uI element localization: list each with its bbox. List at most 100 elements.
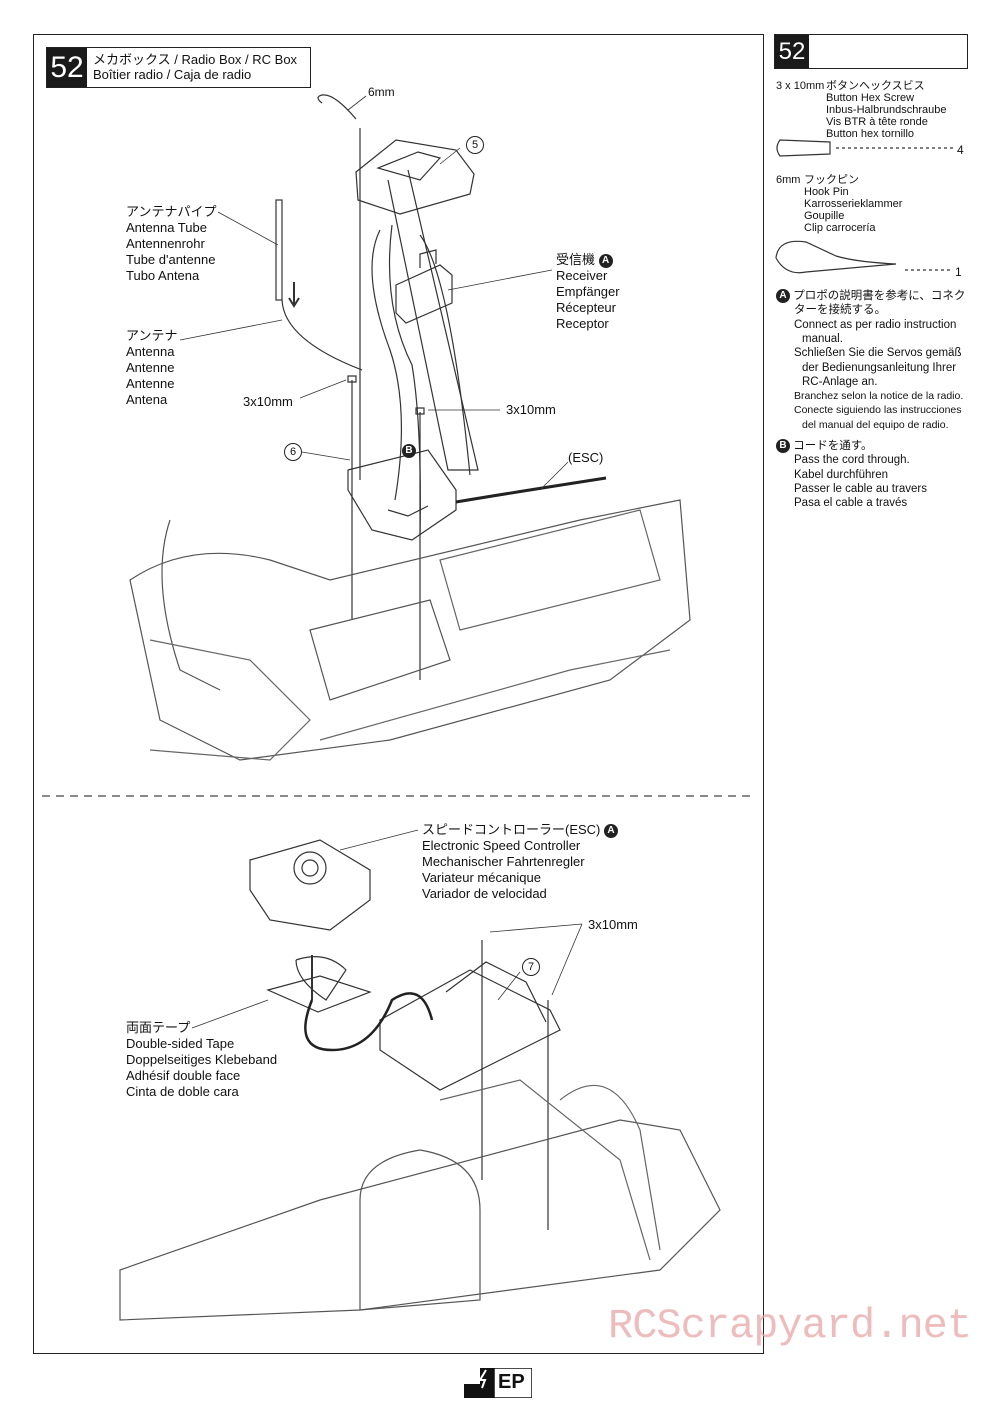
sidebar-step-number: 52 (775, 35, 809, 68)
pin-name-fr: Goupille (804, 210, 845, 222)
note-b-tag: B (776, 439, 790, 453)
antenna-tube-drawing (275, 199, 283, 301)
esc-tag: A (604, 823, 619, 838)
radio-box-drawing (347, 449, 457, 541)
screw-right-label: 3x10mm (506, 402, 556, 417)
antenna-tube-label: アンテナパイプ Antenna Tube Antennenrohr Tube d… (126, 204, 216, 284)
lightning-icon (464, 1367, 533, 1399)
part-number-6: 6 (284, 443, 302, 461)
antenna-fr: Antenne (126, 376, 175, 391)
receiver-drawing (395, 264, 453, 324)
antenna-label: アンテナ Antenna Antenne Antenne Antena (126, 328, 177, 408)
esc-fr: Variateur mécanique (422, 870, 541, 885)
sidebar-screw-names: ボタンヘックスビス Button Hex Screw Inbus-Halbrun… (826, 80, 946, 140)
esc-cable-label: (ESC) (568, 450, 604, 465)
ep-logo: EP (464, 1367, 533, 1399)
note-a-line-9: del manual del equipo de radio. (802, 418, 949, 431)
step-title: メカボックス / Radio Box / RC Box Boîtier radi… (93, 52, 297, 82)
pin-name-ja: フックピン (804, 174, 859, 186)
screw-name-fr: Vis BTR à tête ronde (826, 116, 928, 128)
esc-en: Electronic Speed Controller (422, 838, 581, 853)
antenna-en: Antenna (126, 344, 175, 359)
esc-es: Variador de velocidad (422, 886, 547, 901)
antenna-tube-en: Antenna Tube (126, 220, 207, 235)
antenna-es: Antena (126, 392, 168, 407)
note-a-line-4: Schließen Sie die Servos gemäß (794, 347, 962, 360)
note-b-line-1: Pass the cord through. (794, 454, 910, 467)
part-number-7: 7 (522, 958, 540, 976)
sidebar-pin-drawing (775, 240, 897, 274)
receiver-label: 受信機 A Receiver Empfänger Récepteur Recep… (556, 252, 620, 332)
step-title-line1: メカボックス / Radio Box / RC Box (93, 52, 298, 67)
sidebar-screw-drawing (776, 139, 831, 157)
note-b-line-3: Passer le cable au travers (794, 482, 927, 495)
sidebar-screw-size: 3 x 10mm (776, 80, 825, 92)
sidebar-step-header: 52 (774, 34, 968, 69)
watermark: RCScrapyard.net (608, 1302, 972, 1350)
sidebar-pin-qty: 1 (955, 265, 962, 279)
pin-name-es: Clip carrocería (804, 222, 876, 234)
screw-name-es: Button hex tornillo (826, 128, 915, 140)
esc-label: スピードコントローラー(ESC) A Electronic Speed Cont… (422, 822, 619, 902)
cord-tag: B (402, 443, 416, 458)
sidebar-pin-size: 6mm (776, 174, 801, 186)
note-a-line-7: Branchez selon la notice de la radio. (794, 390, 964, 403)
screw-lower-label: 3x10mm (588, 917, 638, 932)
sidebar-screw-qty: 4 (957, 143, 964, 157)
tape-ja: 両面テープ (126, 1020, 191, 1035)
note-b-line-0: コードを通す。 (793, 440, 873, 453)
esc-ja: スピードコントローラー(ESC) (422, 822, 601, 837)
part-5-callout: 5 (466, 136, 484, 154)
screw-left-label: 3x10mm (243, 394, 293, 409)
part-6-callout: 6 (284, 443, 302, 461)
tape-es: Cinta de doble cara (126, 1084, 239, 1099)
note-a-line-0: プロポの説明書を参考に、コネク (793, 290, 966, 303)
double-sided-tape-drawing (266, 975, 372, 1013)
esc-mount-drawing (379, 969, 561, 1091)
part-7-callout: 7 (522, 958, 540, 976)
esc-drawing (249, 839, 371, 931)
note-a-line-2: Connect as per radio instruction (794, 318, 957, 331)
note-a-line-1: ターを接続する。 (794, 304, 886, 317)
sidebar-note-b: B コードを通す。 Pass the cord through. Kabel d… (776, 439, 927, 511)
antenna-tube-fr: Tube d'antenne (126, 252, 216, 267)
antenna-tube-es: Tubo Antena (126, 268, 200, 283)
note-a-line-3: manual. (802, 332, 843, 345)
ep-logo-text: EP (498, 1371, 525, 1393)
receiver-es: Receptor (556, 316, 609, 331)
tape-en: Double-sided Tape (126, 1036, 235, 1051)
pin-name-en: Hook Pin (804, 186, 849, 198)
hook-pin-size-label: 6mm (368, 85, 395, 99)
note-b-line-4: Pasa el cable a través (794, 497, 908, 510)
antenna-tube-de: Antennenrohr (126, 236, 205, 251)
cord-tag-callout: B (402, 442, 416, 458)
note-a-tag: A (776, 289, 790, 303)
note-b-line-2: Kabel durchführen (794, 468, 888, 481)
antenna-de: Antenne (126, 360, 175, 375)
note-a-line-8: Conecte siguiendo las instrucciones (794, 404, 962, 417)
part-number-5: 5 (466, 136, 484, 154)
step-title-line2: Boîtier radio / Caja de radio (93, 67, 252, 82)
screw-name-en: Button Hex Screw (826, 92, 915, 104)
radio-box-cover-drawing (355, 139, 475, 215)
sidebar-pin-names: フックピン Hook Pin Karrosserieklammer Goupil… (804, 174, 902, 234)
receiver-de: Empfänger (556, 284, 620, 299)
screw-name-ja: ボタンヘックスビス (826, 80, 925, 92)
instruction-frame (33, 34, 764, 1354)
note-a-line-6: RC-Anlage an. (802, 375, 878, 388)
hook-pin-drawing (317, 94, 357, 120)
screw-name-de: Inbus-Halbrundschraube (826, 104, 947, 116)
antenna-tube-ja: アンテナパイプ (126, 204, 217, 219)
tape-label: 両面テープ Double-sided Tape Doppelseitiges K… (126, 1020, 277, 1100)
esc-de: Mechanischer Fahrtenregler (422, 854, 585, 869)
step-number: 52 (47, 48, 87, 87)
tape-fr: Adhésif double face (126, 1068, 241, 1083)
pin-name-de: Karrosserieklammer (804, 198, 903, 210)
receiver-ja: 受信機 (556, 252, 596, 267)
receiver-en: Receiver (556, 268, 608, 283)
note-a-line-5: der Bedienungsanleitung Ihrer (802, 361, 957, 374)
step-header: 52 メカボックス / Radio Box / RC Box Boîtier r… (46, 47, 311, 88)
tape-de: Doppelseitiges Klebeband (126, 1052, 278, 1067)
sidebar-note-a: A プロポの説明書を参考に、コネク ターを接続する。 Connect as pe… (776, 289, 965, 432)
